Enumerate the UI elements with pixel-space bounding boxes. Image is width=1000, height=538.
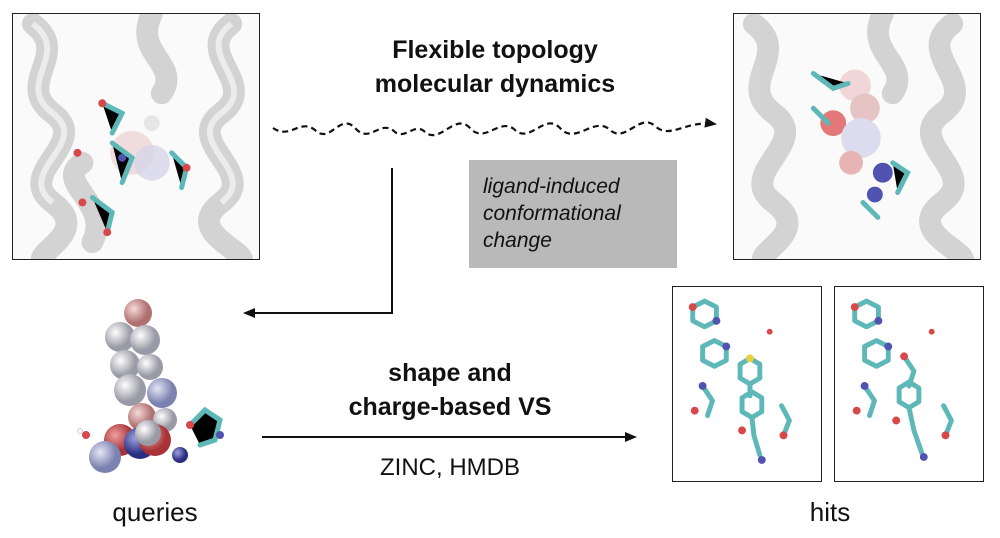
hit-panel-2: [834, 286, 984, 482]
vs-title-line2: charge-based VS: [348, 393, 552, 421]
databases-label: ZINC, HMDB: [380, 454, 520, 481]
vs-title: shape and charge-based VS: [300, 356, 600, 424]
conformational-change-box: ligand-induced conformational change: [469, 160, 677, 268]
hits-label: hits: [809, 497, 851, 527]
md-title-line1: Flexible topology: [392, 36, 598, 64]
vs-title-line1: shape and: [388, 359, 512, 387]
query-spheres: [77, 299, 224, 473]
md-title-line2: molecular dynamics: [374, 70, 616, 98]
md-trajectory-arrow: [272, 117, 717, 136]
protein-initial-panel: [12, 13, 260, 260]
protein-initial-illustration: [21, 14, 253, 259]
hit-structure-2: [850, 298, 954, 461]
query-branch-arrow: [243, 168, 393, 318]
gray-box-line3: change: [483, 229, 552, 252]
md-title: Flexible topology molecular dynamics: [330, 33, 660, 101]
hit-panel-1: [672, 286, 822, 482]
hit-structure-1: [688, 298, 792, 464]
queries-label: queries: [112, 497, 198, 527]
protein-final-illustration: [742, 14, 974, 259]
gray-box-line2: conformational: [483, 202, 621, 225]
gray-box-line1: ligand-induced: [483, 175, 620, 198]
protein-final-panel: [733, 13, 981, 260]
